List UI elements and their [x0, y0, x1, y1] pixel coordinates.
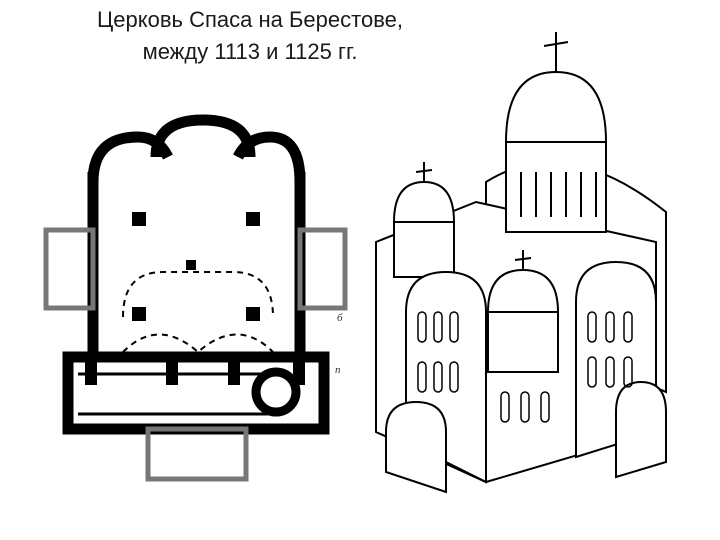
title-line-2: между 1113 и 1125 гг. — [142, 39, 358, 64]
title-line-1: Церковь Спаса на Берестове, — [97, 7, 403, 32]
plan-mark-top: б — [337, 312, 343, 324]
floor-plan-drawing — [43, 114, 348, 482]
church-reconstruction-drawing — [375, 32, 667, 494]
slide-title: Церковь Спаса на Берестове, между 1113 и… — [40, 4, 460, 68]
plan-mark-bottom: п — [335, 364, 341, 376]
